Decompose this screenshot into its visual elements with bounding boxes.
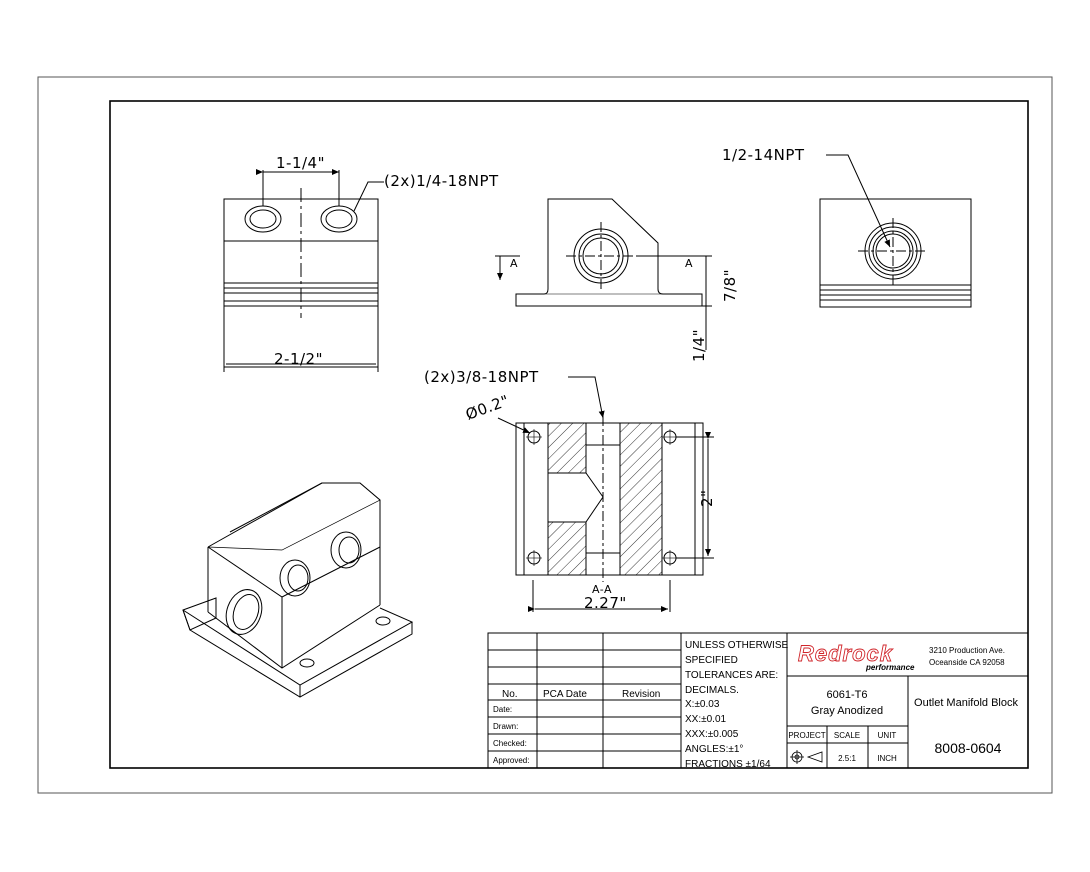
spacing-dimension: 1-1/4" xyxy=(276,154,325,172)
sign-row-checked: Checked: xyxy=(493,739,527,748)
sign-row-drawn: Drawn: xyxy=(493,722,518,731)
through-ports-callout: (2x)3/8-18NPT xyxy=(424,368,539,386)
sign-row-date: Date: xyxy=(493,705,512,714)
unit-value: INCH xyxy=(877,754,897,763)
projection-symbol-icon xyxy=(790,750,823,764)
tolerance-line: UNLESS OTHERWISE xyxy=(685,640,788,651)
front-view xyxy=(223,169,384,372)
rev-header-revision: Revision xyxy=(622,689,660,700)
project-label: PROJECT xyxy=(788,731,825,740)
company-address-line1: 3210 Production Ave. xyxy=(929,646,1005,655)
sign-row-approved: Approved: xyxy=(493,756,529,765)
tolerance-line: XX:±0.01 xyxy=(685,714,727,725)
top-port-callout: 1/2-14NPT xyxy=(722,146,805,164)
part-name: Outlet Manifold Block xyxy=(914,697,1018,709)
section-view xyxy=(497,376,714,612)
hole-diameter-callout: Ø0.2" xyxy=(463,391,512,423)
section-label: A-A xyxy=(592,583,612,596)
section-height-dimension: 2" xyxy=(698,490,716,507)
tolerance-line: FRACTIONS ±1/64 xyxy=(685,759,771,770)
side-ports-callout: (2x)1/4-18NPT xyxy=(384,172,499,190)
material-line2: Gray Anodized xyxy=(811,705,883,717)
unit-label: UNIT xyxy=(878,731,897,740)
side-view xyxy=(495,198,712,350)
cut-marker-right: A xyxy=(685,257,693,270)
material-line1: 6061-T6 xyxy=(827,689,868,701)
rev-header-no: No. xyxy=(502,689,518,700)
tolerance-line: SPECIFIED xyxy=(685,655,738,666)
cut-marker-left: A xyxy=(510,257,518,270)
tolerance-line: TOLERANCES ARE: xyxy=(685,670,778,681)
scale-value: 2.5:1 xyxy=(838,754,856,763)
company-address-line2: Oceanside CA 92058 xyxy=(929,658,1005,667)
tolerance-line: X:±0.03 xyxy=(685,699,720,710)
top-view xyxy=(819,154,972,308)
section-width-dimension: 2.27" xyxy=(584,594,627,612)
part-number: 8008-0604 xyxy=(935,740,1002,756)
scale-label: SCALE xyxy=(834,731,860,740)
rev-header-pca-date: PCA Date xyxy=(543,689,587,700)
isometric-view xyxy=(182,482,414,698)
brand-logo: Redrock xyxy=(798,641,894,666)
outer-frame xyxy=(37,76,1053,794)
tolerance-line: ANGLES:±1° xyxy=(685,744,743,755)
height-dimension: 7/8" xyxy=(721,269,739,302)
tolerance-line: XXX:±0.005 xyxy=(685,729,739,740)
brand-subtitle: performance xyxy=(865,663,915,672)
title-block xyxy=(487,632,1029,769)
base-dimension: 1/4" xyxy=(690,329,708,362)
width-dimension: 2-1/2" xyxy=(274,350,323,368)
tolerance-line: DECIMALS. xyxy=(685,685,739,696)
